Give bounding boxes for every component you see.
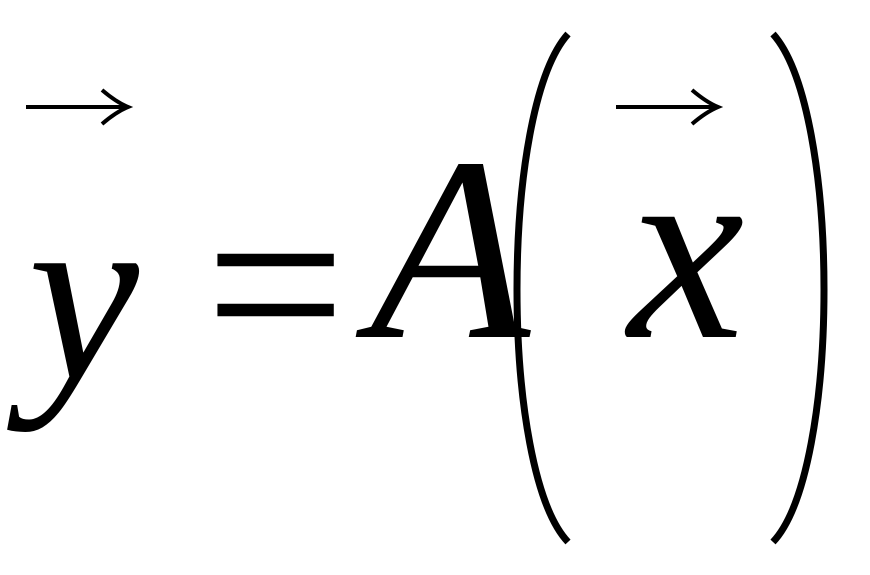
right-parenthesis	[770, 31, 828, 545]
variable-x: x	[628, 104, 745, 394]
vector-arrow-y-icon	[26, 88, 134, 126]
operator-a: A	[370, 104, 531, 394]
equals-sign: =	[205, 146, 346, 423]
vector-arrow-x-icon	[616, 88, 724, 126]
left-parenthesis	[513, 31, 571, 545]
variable-y: y	[28, 156, 139, 433]
